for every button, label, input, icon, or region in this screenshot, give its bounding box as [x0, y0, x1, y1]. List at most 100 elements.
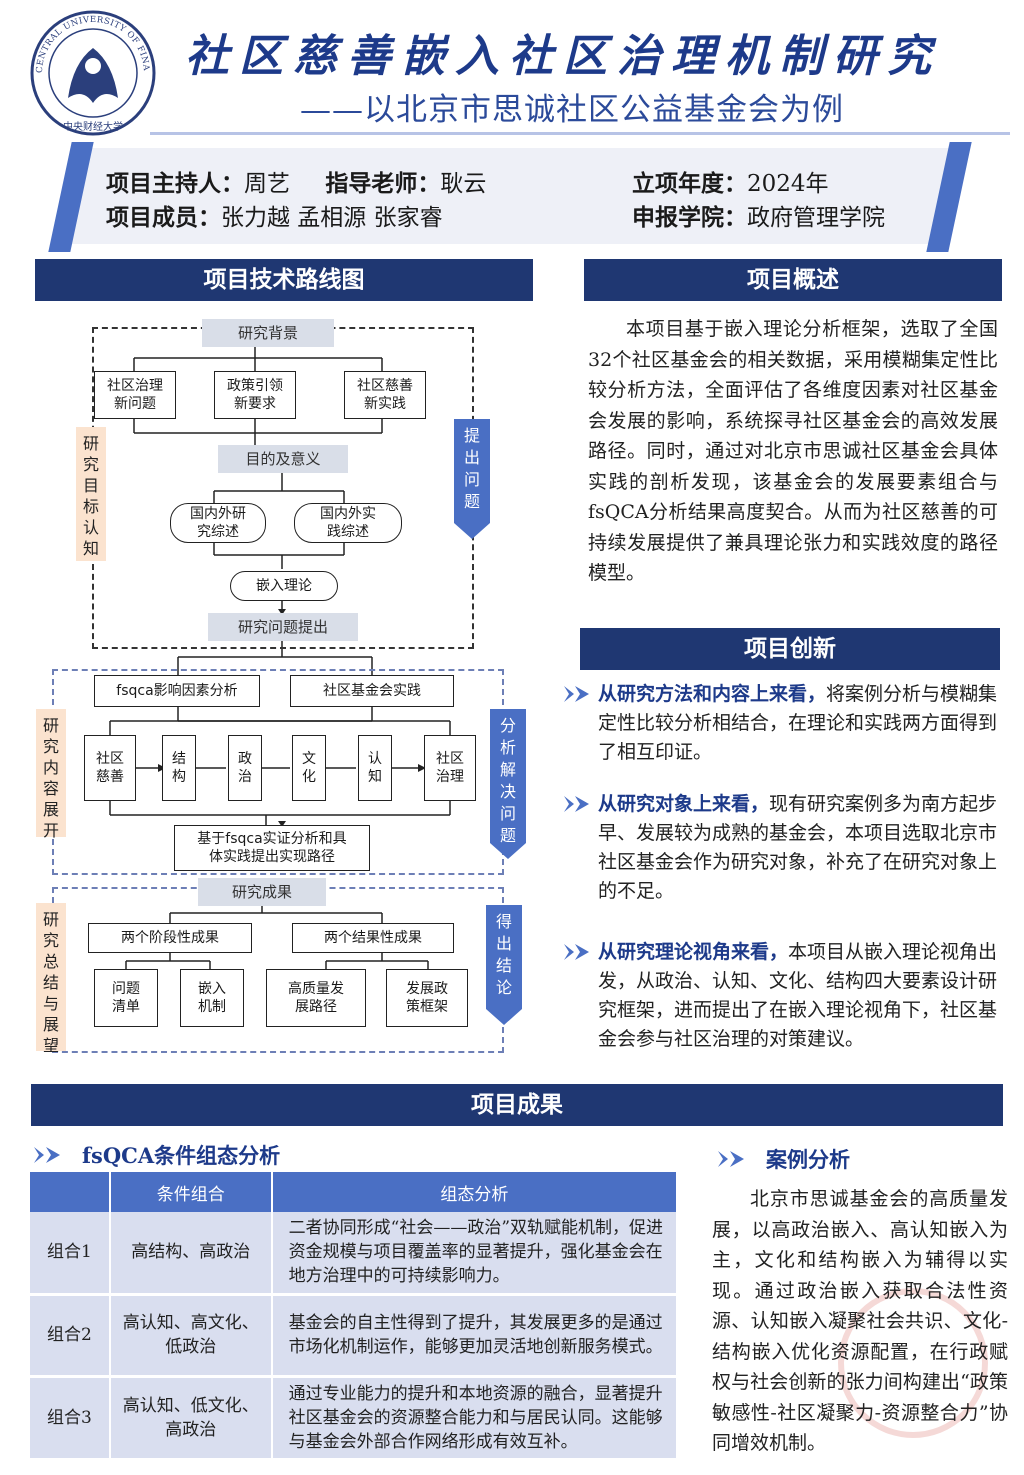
college-value: 政府管理学院 — [747, 205, 885, 231]
node-question: 研究问题提出 — [208, 613, 358, 641]
innovation-item-1: 从研究方法和内容上来看，将案例分析与模糊集定性比较分析相结合，在理论和实践两方面… — [564, 680, 998, 767]
node-result-outcomes: 两个结果性成果 — [292, 923, 454, 953]
svg-text:中央财经大学: 中央财经大学 — [63, 120, 123, 133]
table-cell-name: 组合1 — [30, 1212, 111, 1296]
node-review-research: 国内外研 究综述 — [170, 503, 266, 543]
banner-conclusion: 得 出 结 论 — [486, 905, 522, 1025]
section-innovation: 项目创新 — [580, 628, 1000, 670]
info-slant-right — [926, 142, 972, 252]
table-cell-analysis: 基金会的自主性得到了提升，其发展更多的是通过市场化机制运作，能够更加灵活地创新服… — [271, 1294, 679, 1378]
double-arrow-icon — [564, 686, 589, 702]
node-background: 研究背景 — [202, 319, 334, 347]
node-factor-governance: 社区 治理 — [424, 735, 476, 801]
table-header — [30, 1172, 111, 1212]
fsqca-title: fsQCA条件组态分析 — [82, 1143, 281, 1168]
year-value: 2024年 — [747, 171, 829, 197]
node-embedding-mechanism: 嵌入 机制 — [180, 969, 244, 1027]
side-label-summary: 研 究 总 结 与 展 望 — [36, 903, 66, 1055]
case-title: 案例分析 — [766, 1147, 850, 1172]
node-stage-outcomes: 两个阶段性成果 — [88, 923, 252, 953]
info-college-row: 申报学院：政府管理学院 — [632, 198, 885, 232]
table-row: 组合1 高结构、高政治 二者协同形成“社会——政治”双轨赋能机制，促进资金规模与… — [30, 1212, 679, 1296]
innovation-item-2: 从研究对象上来看，现有研究案例多为南方起步早、发展较为成熟的基金会，本项目选取北… — [564, 790, 998, 906]
table-cell-analysis: 通过专业能力的提升和本地资源的融合，显著提升社区基金会的资源整合能力和与居民认同… — [271, 1376, 679, 1461]
section-roadmap: 项目技术路线图 — [35, 259, 533, 301]
node-factor-structure: 结 构 — [162, 735, 196, 801]
banner-tip — [490, 843, 526, 859]
node-foundation-practice: 社区基金会实践 — [290, 675, 454, 707]
members-label: 项目成员： — [106, 204, 221, 231]
banner-tip — [486, 1009, 522, 1025]
side-label-goal: 研 究 目 标 认 知 — [76, 427, 106, 561]
case-text: 北京市思诚基金会的高质量发展，以高政治嵌入、高认知嵌入为主，文化和结构嵌入为辅得… — [712, 1188, 1008, 1454]
advisor-label: 指导老师： — [325, 170, 441, 197]
node-bg-item-1: 社区治理 新问题 — [94, 371, 176, 419]
banner-raise-question: 提 出 问 题 — [454, 419, 490, 539]
members-value: 张力越 孟相源 张家睿 — [221, 205, 443, 231]
innovation-text: 本项目从嵌入理论视角出发，从政治、认知、文化、结构四大要素设计研究框架，进而提出… — [598, 941, 998, 1050]
info-year-row: 立项年度：2024年 — [632, 164, 829, 198]
node-policy-framework: 发展政 策框架 — [386, 969, 468, 1027]
banner-analyze-solve: 分 析 解 决 问 题 — [490, 709, 526, 859]
banner-tip — [454, 523, 490, 539]
table-row: 组合2 高认知、高文化、低政治 基金会的自主性得到了提升，其发展更多的是通过市场… — [30, 1294, 679, 1378]
node-bg-item-3: 社区慈善 新实践 — [344, 371, 426, 419]
innovation-item-3: 从研究理论视角来看，本项目从嵌入理论视角出发，从政治、认知、文化、结构四大要素设… — [564, 938, 998, 1054]
innovation-text: 现有研究案例多为南方起步早、发展较为成熟的基金会，本项目选取北京市社区基金会作为… — [598, 793, 998, 902]
node-factor-politics: 政 治 — [228, 735, 262, 801]
page-title: 社区慈善嵌入社区治理机制研究 — [185, 31, 941, 82]
table-cell-name: 组合2 — [30, 1294, 111, 1378]
info-members-row: 项目成员：张力越 孟相源 张家睿 — [106, 198, 443, 232]
banner-text: 分 析 解 决 问 题 — [490, 709, 526, 845]
table-header-row: 条件组合 组态分析 — [30, 1172, 679, 1212]
overview-text: 本项目基于嵌入理论分析框架，选取了全国32个社区基金会的相关数据，采用模糊集定性… — [588, 318, 998, 584]
node-problem-list: 问题 清单 — [94, 969, 158, 1027]
host-label: 项目主持人： — [106, 170, 244, 197]
innovation-lead: 从研究对象上来看， — [598, 793, 770, 815]
year-label: 立项年度： — [632, 170, 747, 197]
double-arrow-icon — [564, 944, 589, 960]
node-factor-cognition: 认 知 — [358, 735, 392, 801]
seal-watermark — [838, 1288, 988, 1438]
innovation-text: 将案例分析与模糊集定性比较分析相结合，在理论和实践两方面得到了相互印证。 — [598, 683, 998, 763]
case-heading: 案例分析 — [716, 1144, 850, 1174]
college-label: 申报学院： — [632, 204, 747, 231]
technical-roadmap-chart: 研究背景 社区治理 新问题 政策引领 新要求 社区慈善 新实践 目的及意义 国内… — [30, 315, 550, 1060]
table-header: 条件组合 — [109, 1172, 273, 1212]
table-cell-condition: 高认知、低文化、高政治 — [109, 1376, 273, 1461]
project-info-box: 项目主持人：周艺 指导老师：耿云 项目成员：张力越 孟相源 张家睿 立项年度：2… — [48, 142, 972, 252]
banner-text: 得 出 结 论 — [486, 905, 522, 1009]
double-arrow-icon — [34, 1147, 60, 1163]
university-logo: CENTRAL UNIVERSITY OF FINANCE AND ECONOM… — [23, 1, 158, 138]
advisor-value: 耿云 — [440, 171, 487, 197]
banner-text: 提 出 问 题 — [454, 419, 490, 523]
node-theory: 嵌入理论 — [230, 571, 338, 601]
section-overview: 项目概述 — [584, 259, 1002, 301]
title-divider — [150, 132, 1010, 135]
table-cell-condition: 高认知、高文化、低政治 — [109, 1294, 273, 1378]
node-purpose: 目的及意义 — [218, 445, 348, 473]
double-arrow-icon — [718, 1151, 744, 1167]
side-label-content: 研 究 内 容 展 开 — [36, 709, 66, 840]
host-value: 周艺 — [244, 171, 290, 197]
table-cell-analysis: 二者协同形成“社会——政治”双轨赋能机制，促进资金规模与项目覆盖率的显著提升，强… — [271, 1212, 679, 1296]
fsqca-heading: fsQCA条件组态分析 — [32, 1140, 280, 1170]
fsqca-table: 条件组合 组态分析 组合1 高结构、高政治 二者协同形成“社会——政治”双轨赋能… — [30, 1172, 679, 1461]
node-path: 基于fsqca实证分析和具 体实践提出实现路径 — [174, 825, 370, 871]
double-arrow-icon — [564, 796, 589, 812]
node-review-practice: 国内外实 践综述 — [294, 503, 402, 543]
node-factor-charity: 社区 慈善 — [84, 735, 136, 801]
node-bg-item-2: 政策引领 新要求 — [214, 371, 296, 419]
section-results: 项目成果 — [31, 1084, 1003, 1126]
info-slant-left — [48, 142, 94, 252]
node-fsqca-analysis: fsqca影响因素分析 — [94, 675, 260, 707]
node-factor-culture: 文 化 — [292, 735, 326, 801]
innovation-lead: 从研究方法和内容上来看， — [598, 683, 827, 705]
page-subtitle: ——以北京市思诚社区公益基金会为例 — [300, 92, 844, 128]
node-quality-path: 高质量发 展路径 — [266, 969, 366, 1027]
innovation-lead: 从研究理论视角来看， — [598, 941, 789, 963]
table-row: 组合3 高认知、低文化、高政治 通过专业能力的提升和本地资源的融合，显著提升社区… — [30, 1376, 679, 1461]
table-header: 组态分析 — [271, 1172, 679, 1212]
table-cell-condition: 高结构、高政治 — [109, 1212, 273, 1296]
flow-connectors — [109, 347, 451, 969]
